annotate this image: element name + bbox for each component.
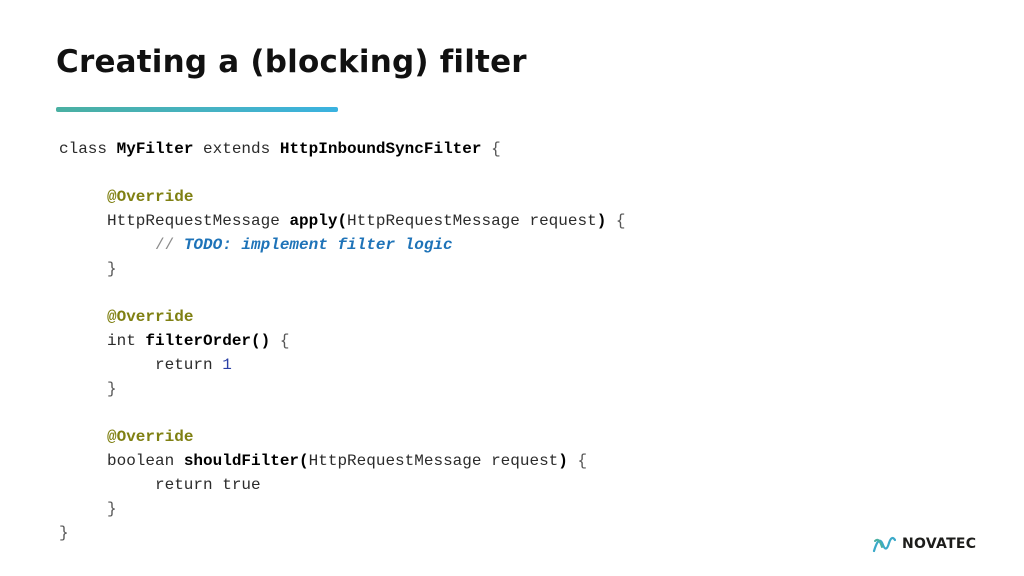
code-blank-line: [59, 281, 626, 305]
code-block: class MyFilter extends HttpInboundSyncFi…: [59, 137, 626, 545]
return-statement: return true: [155, 476, 261, 494]
override-annotation: @Override: [107, 308, 194, 326]
override-annotation: @Override: [107, 428, 194, 446]
code-line-return-one: return 1: [59, 353, 626, 377]
method-name-filterorder: filterOrder(): [145, 332, 271, 350]
todo-comment: TODO: implement filter logic: [183, 236, 453, 254]
open-brace: {: [481, 140, 501, 158]
keyword-class: class: [59, 140, 117, 158]
keyword-extends: extends: [193, 140, 280, 158]
code-line-close-brace: }: [59, 377, 626, 401]
title-underline: [56, 107, 338, 112]
code-line-close-brace: }: [59, 497, 626, 521]
comment-slashes: //: [155, 236, 184, 254]
number-literal: 1: [222, 356, 232, 374]
close-brace: }: [107, 380, 117, 398]
code-line-annotation: @Override: [59, 425, 626, 449]
logo-text: NOVATEC: [902, 536, 977, 552]
close-brace: }: [107, 260, 117, 278]
open-brace: {: [567, 452, 588, 470]
code-line-annotation: @Override: [59, 305, 626, 329]
code-blank-line: [59, 161, 626, 185]
method-params: HttpRequestMessage request: [347, 212, 597, 230]
code-line-shouldfilter-signature: boolean shouldFilter(HttpRequestMessage …: [59, 449, 626, 473]
return-type: int: [107, 332, 146, 350]
open-brace: {: [270, 332, 290, 350]
method-params: HttpRequestMessage request: [308, 452, 559, 470]
code-line-class-declaration: class MyFilter extends HttpInboundSyncFi…: [59, 137, 626, 161]
code-line-close-brace: }: [59, 257, 626, 281]
override-annotation: @Override: [107, 188, 194, 206]
class-name: MyFilter: [116, 140, 194, 158]
code-line-class-close-brace: }: [59, 521, 626, 545]
return-type: HttpRequestMessage: [107, 212, 290, 230]
keyword-return: return: [155, 356, 223, 374]
method-name-apply: apply(: [289, 212, 348, 230]
open-brace: {: [606, 212, 626, 230]
novatec-logo: NOVATEC: [872, 532, 976, 556]
slide-title: Creating a (blocking) filter: [56, 44, 527, 80]
close-brace: }: [59, 524, 69, 542]
close-paren: ): [558, 452, 568, 470]
code-blank-line: [59, 401, 626, 425]
code-line-todo-comment: // TODO: implement filter logic: [59, 233, 626, 257]
novatec-logo-icon: [872, 536, 896, 553]
code-line-annotation: @Override: [59, 185, 626, 209]
close-paren: ): [596, 212, 607, 230]
return-type: boolean: [107, 452, 184, 470]
code-line-filterorder-signature: int filterOrder() {: [59, 329, 626, 353]
method-name-shouldfilter: shouldFilter(: [183, 452, 309, 470]
close-brace: }: [107, 500, 117, 518]
code-line-return-true: return true: [59, 473, 626, 497]
parent-class-name: HttpInboundSyncFilter: [279, 140, 482, 158]
code-line-apply-signature: HttpRequestMessage apply(HttpRequestMess…: [59, 209, 626, 233]
